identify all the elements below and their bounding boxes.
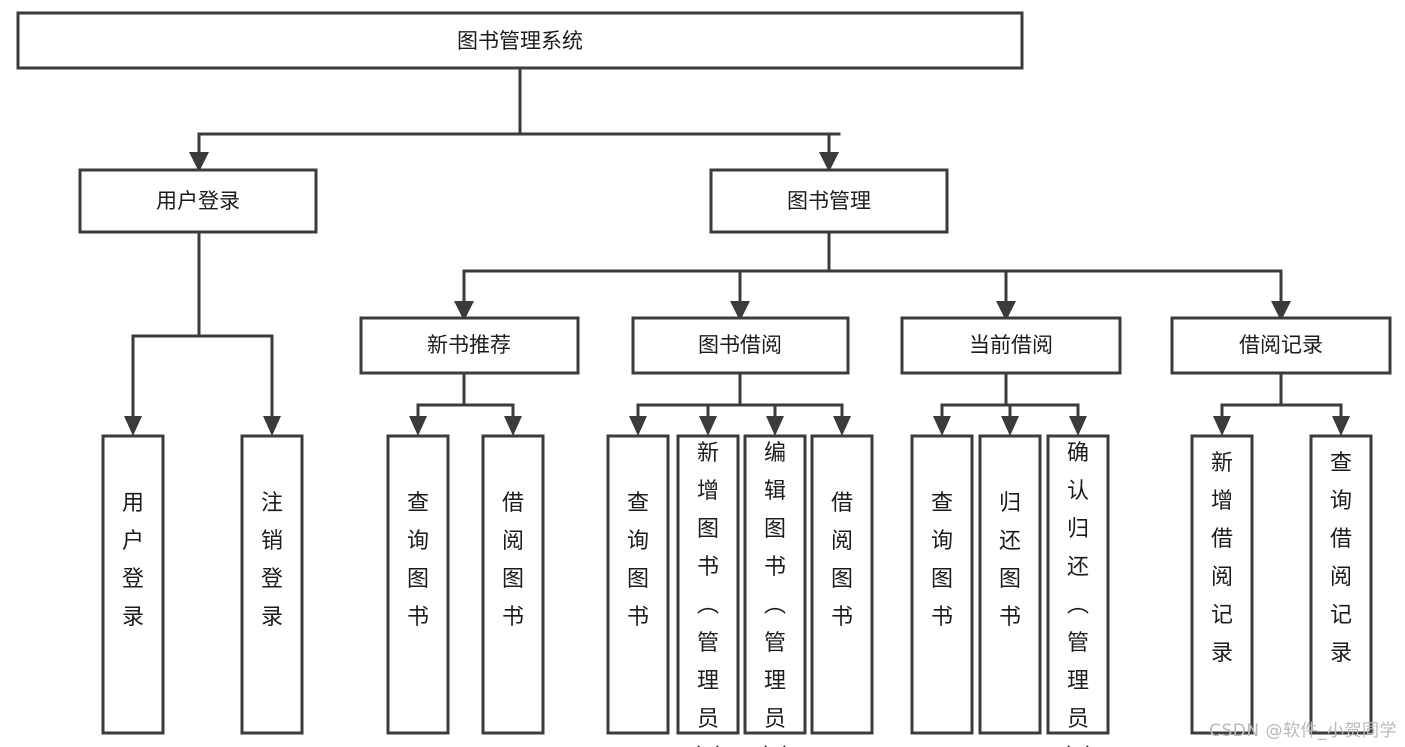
- node-book-manage[interactable]: 图书管理: [709, 168, 949, 234]
- arrow-to-new-book: [454, 301, 474, 321]
- arrow-current-leaf1: [933, 416, 951, 436]
- node-user-login-label: 用户登录: [156, 189, 240, 213]
- leaf-book-borrow-3[interactable]: 编辑图书︵管理员︶: [743, 434, 807, 747]
- node-root-box[interactable]: [16, 11, 1024, 70]
- leaf-current-2-label: 归还图书: [999, 491, 1021, 630]
- arrow-record-leaf1: [1213, 416, 1231, 436]
- node-current-borrow[interactable]: 当前借阅: [900, 316, 1122, 375]
- leaf-user-login-2-box[interactable]: [240, 434, 304, 735]
- leaf-record-2[interactable]: 查询借阅记录: [1309, 434, 1373, 735]
- node-book-manage-box[interactable]: [709, 168, 949, 234]
- arrow-newbook-leaf1: [409, 416, 427, 436]
- leaf-new-book-2-box[interactable]: [481, 434, 545, 735]
- node-borrow-record-box[interactable]: [1170, 316, 1392, 375]
- leaf-book-borrow-4[interactable]: 借阅图书: [810, 434, 874, 735]
- arrow-borrow-leaf2: [699, 416, 717, 436]
- node-new-book-recommend[interactable]: 新书推荐: [359, 316, 580, 375]
- node-current-borrow-label: 当前借阅: [969, 333, 1053, 357]
- node-book-borrow-label: 图书借阅: [698, 333, 782, 357]
- node-root[interactable]: 图书管理系统: [16, 11, 1024, 70]
- node-current-borrow-box[interactable]: [900, 316, 1122, 375]
- leaf-record-1[interactable]: 新增借阅记录: [1190, 434, 1254, 735]
- arrow-to-record: [1271, 301, 1291, 321]
- leaf-book-borrow-1[interactable]: 查询图书: [606, 434, 670, 735]
- leaf-book-borrow-3-label: 编辑图书︵管理员︶: [764, 441, 786, 747]
- leaf-current-3-label: 确认归还︵管理员︶: [1067, 441, 1089, 747]
- leaf-user-login-1[interactable]: 用户登录: [101, 434, 165, 735]
- leaf-current-1-box[interactable]: [910, 434, 974, 735]
- leaf-book-borrow-1-label: 查询图书: [627, 491, 649, 630]
- leaf-new-book-1-box[interactable]: [386, 434, 450, 735]
- leaf-book-borrow-2[interactable]: 新增图书︵管理员︶: [676, 434, 740, 747]
- leaf-current-2-box[interactable]: [978, 434, 1042, 735]
- leaf-book-borrow-4-label: 借阅图书: [831, 491, 853, 630]
- leaf-current-1-label: 查询图书: [931, 491, 953, 630]
- arrow-borrow-leaf4: [833, 416, 851, 436]
- arrow-borrow-leaf1: [629, 416, 647, 436]
- connector-group: [124, 66, 1350, 436]
- node-borrow-record-label: 借阅记录: [1239, 333, 1323, 357]
- leaf-current-3[interactable]: 确认归还︵管理员︶: [1046, 434, 1110, 747]
- leaf-current-2[interactable]: 归还图书: [978, 434, 1042, 735]
- leaf-book-borrow-2-label: 新增图书︵管理员︶: [697, 441, 719, 747]
- arrow-user-leaf1: [124, 416, 142, 436]
- node-book-manage-label: 图书管理: [787, 189, 871, 213]
- arrow-current-leaf3: [1069, 416, 1087, 436]
- leaf-current-3-box[interactable]: [1046, 434, 1110, 735]
- leaf-current-1[interactable]: 查询图书: [910, 434, 974, 735]
- leaf-book-borrow-2-box[interactable]: [676, 434, 740, 735]
- arrow-to-book-manage: [819, 152, 839, 172]
- leaf-book-borrow-1-box[interactable]: [606, 434, 670, 735]
- node-user-login[interactable]: 用户登录: [78, 168, 318, 234]
- leaf-new-book-1-label: 查询图书: [407, 491, 429, 630]
- leaf-user-login-1-label: 用户登录: [122, 491, 144, 630]
- leaf-new-book-1[interactable]: 查询图书: [386, 434, 450, 735]
- node-new-book-recommend-box[interactable]: [359, 316, 580, 375]
- node-borrow-record[interactable]: 借阅记录: [1170, 316, 1392, 375]
- arrow-user-leaf2: [263, 416, 281, 436]
- leaf-new-book-2[interactable]: 借阅图书: [481, 434, 545, 735]
- leaf-book-borrow-3-box[interactable]: [743, 434, 807, 735]
- arrow-current-leaf2: [1001, 416, 1019, 436]
- arrow-to-borrow: [730, 301, 750, 321]
- leaf-new-book-2-label: 借阅图书: [502, 491, 524, 630]
- leaf-user-login-2[interactable]: 注销登录: [240, 434, 304, 735]
- arrow-to-user-login: [189, 152, 209, 172]
- leaf-record-2-box[interactable]: [1309, 434, 1373, 735]
- leaf-user-login-1-box[interactable]: [101, 434, 165, 735]
- csdn-watermark: CSDN @软件_小贺同学: [1209, 721, 1397, 741]
- node-book-borrow[interactable]: 图书借阅: [631, 316, 850, 375]
- leaf-record-1-label: 新增借阅记录: [1211, 451, 1233, 666]
- leaf-record-2-label: 查询借阅记录: [1330, 451, 1352, 666]
- node-book-borrow-box[interactable]: [631, 316, 850, 375]
- arrow-newbook-leaf2: [504, 416, 522, 436]
- node-user-login-box[interactable]: [78, 168, 318, 234]
- node-root-label: 图书管理系统: [457, 29, 583, 53]
- leaf-user-login-2-label: 注销登录: [261, 491, 283, 630]
- leaf-record-1-box[interactable]: [1190, 434, 1254, 735]
- leaf-book-borrow-4-box[interactable]: [810, 434, 874, 735]
- arrow-record-leaf2: [1332, 416, 1350, 436]
- arrow-borrow-leaf3: [766, 416, 784, 436]
- arrow-to-current: [996, 301, 1016, 321]
- node-new-book-recommend-label: 新书推荐: [427, 333, 511, 357]
